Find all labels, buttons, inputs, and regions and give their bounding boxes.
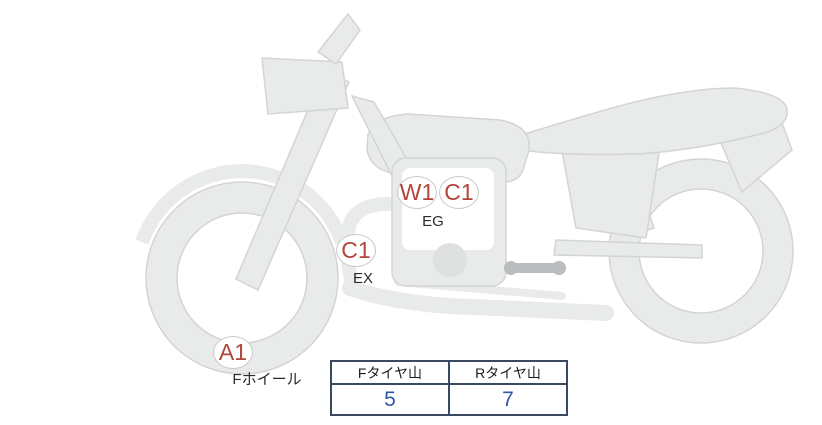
tire-table-value-row: 5 7 <box>330 383 568 416</box>
exhaust-header <box>340 196 395 284</box>
condition-marker-c1-exhaust: C1 <box>336 234 376 267</box>
swingarm <box>553 239 703 259</box>
seat <box>509 87 788 156</box>
front-wheel-part-label: Fホイール <box>232 371 302 388</box>
handlebar <box>316 12 361 66</box>
footpeg <box>504 261 566 275</box>
condition-marker-c1-engine: C1 <box>439 176 479 209</box>
front-fender <box>135 164 349 245</box>
headlight <box>261 57 349 115</box>
tire-tread-table: Fタイヤ山 Rタイヤ山 5 7 <box>330 360 568 416</box>
front-tire-header: Fタイヤ山 <box>330 360 450 385</box>
engine-part-label: EG <box>422 213 444 230</box>
front-tire-tread-value: 5 <box>330 383 450 416</box>
muffler <box>342 280 614 321</box>
exhaust-part-label: EX <box>352 270 373 287</box>
condition-marker-a1: A1 <box>213 336 253 369</box>
rear-tire-header: Rタイヤ山 <box>448 360 568 385</box>
rear-tire-tread-value: 7 <box>448 383 568 416</box>
condition-marker-w1: W1 <box>397 176 437 209</box>
tire-table-header-row: Fタイヤ山 Rタイヤ山 <box>330 360 568 385</box>
